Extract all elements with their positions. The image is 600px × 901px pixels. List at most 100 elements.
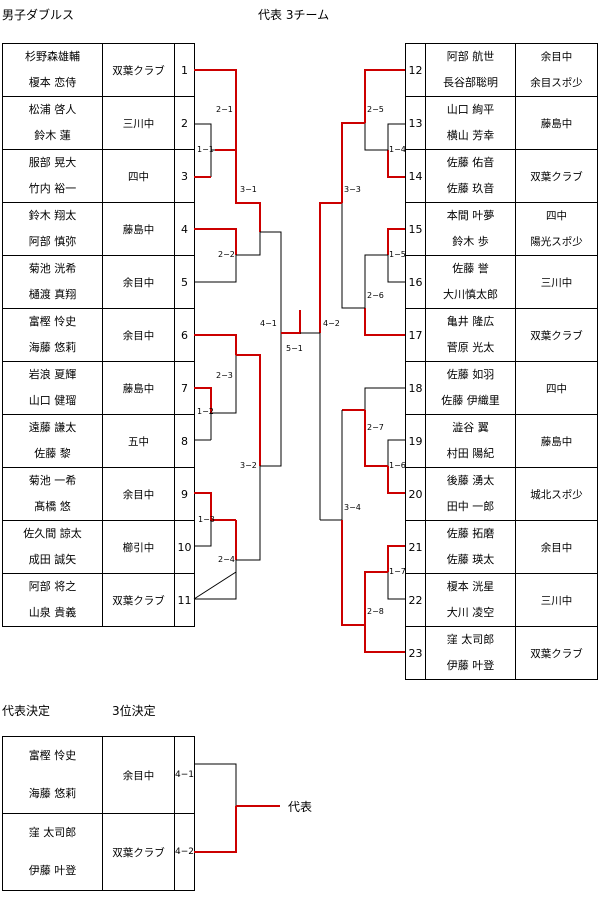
team-line-2: 陽光スポ少 <box>530 236 583 248</box>
player-names: 亀井 隆広菅原 光太 <box>425 308 516 362</box>
match-label: 2−5 <box>367 105 384 114</box>
match-label: 1−2 <box>197 407 214 416</box>
player-2: 髙橋 悠 <box>34 500 71 513</box>
match-label: 2−6 <box>367 291 384 300</box>
team-name: 余目中 <box>102 736 175 814</box>
player-1: 山口 絢平 <box>446 103 495 116</box>
bracket-line <box>387 255 405 283</box>
match-label: 1−1 <box>197 145 214 154</box>
rep-decision-title: 代表決定 <box>2 704 51 718</box>
player-2: 佐藤 黎 <box>34 447 71 460</box>
bracket-line <box>236 232 261 256</box>
team-name: 藤島中 <box>102 361 175 415</box>
match-label: 4−2 <box>323 319 340 328</box>
player-2: 菅原 光太 <box>446 341 495 354</box>
player-2: 鈴木 歩 <box>452 235 489 248</box>
player-names: 菊池 一希髙橋 悠 <box>2 467 103 521</box>
player-2: 伊藤 叶登 <box>446 659 495 672</box>
representative-label: 代表 <box>288 800 312 814</box>
player-2: 佐藤 伊織里 <box>441 394 500 407</box>
player-2: 竹内 裕一 <box>28 182 77 195</box>
bracket-line <box>281 310 301 334</box>
team-name: 五中 <box>102 414 175 468</box>
bracket-line <box>194 123 212 177</box>
team-name: 藤島中 <box>515 414 598 468</box>
team-name: 余目中 <box>515 520 598 574</box>
player-names: 富樫 怜史海藤 悠莉 <box>2 308 103 362</box>
match-label: 1−7 <box>389 567 406 576</box>
bracket-line <box>320 410 343 521</box>
player-1: 鈴木 翔太 <box>28 209 77 222</box>
entry-number: 22 <box>405 573 426 627</box>
bracket-line <box>194 560 237 600</box>
player-2: 横山 芳幸 <box>446 129 495 142</box>
bracket-line <box>387 439 405 466</box>
team-name: 双葉クラブ <box>515 308 598 362</box>
player-1: 亀井 隆広 <box>446 315 495 328</box>
player-1: 窪 太司郎 <box>28 826 77 839</box>
entry-number: 11 <box>174 573 195 627</box>
bracket-line <box>387 466 405 494</box>
team-name: 四中陽光スポ少 <box>515 202 598 256</box>
player-1: 阿部 将之 <box>28 580 77 593</box>
player-2: 成田 誠矢 <box>28 553 77 566</box>
player-names: 佐藤 誉大川慎太郎 <box>425 255 516 309</box>
team-line-1: 四中 <box>546 210 567 222</box>
team-line-1: 余目中 <box>540 51 573 63</box>
player-names: 窪 太司郎伊藤 叶登 <box>425 626 516 680</box>
bracket-line <box>364 410 388 467</box>
qualify-note: 代表 3チーム <box>258 8 330 22</box>
player-names: 杉野森雄輔榎本 恋侍 <box>2 43 103 97</box>
player-names: 松浦 啓人鈴木 蓮 <box>2 96 103 150</box>
player-2: 長谷部聡明 <box>443 76 498 89</box>
player-names: 山口 絢平横山 芳幸 <box>425 96 516 150</box>
team-name: 双葉クラブ <box>102 43 175 97</box>
player-1: 佐藤 佑音 <box>446 156 495 169</box>
bracket-line <box>194 806 237 853</box>
player-names: 富樫 怜史海藤 悠莉 <box>2 736 103 814</box>
player-1: 佐藤 拓磨 <box>446 527 495 540</box>
match-label: 3−1 <box>240 185 257 194</box>
player-names: 本間 叶夢鈴木 歩 <box>425 202 516 256</box>
match-label: 2−8 <box>367 607 384 616</box>
player-1: 佐藤 如羽 <box>446 368 495 381</box>
bracket-line <box>364 625 405 653</box>
bracket-line <box>260 231 282 333</box>
bracket-line <box>341 520 365 626</box>
entry-number: 12 <box>405 43 426 97</box>
player-2: 佐藤 玖音 <box>446 182 495 195</box>
page-title: 男子ダブルス <box>2 8 75 22</box>
player-1: 松浦 啓人 <box>28 103 77 116</box>
player-2: 大川慎太郎 <box>443 288 498 301</box>
bracket-line <box>364 308 405 336</box>
player-1: 佐藤 誉 <box>452 262 489 275</box>
player-1: 服部 晃大 <box>28 156 77 169</box>
player-names: 阿部 将之山泉 貴義 <box>2 573 103 627</box>
team-name: 双葉クラブ <box>515 626 598 680</box>
match-label: 2−4 <box>218 555 235 564</box>
player-names: 菊池 洸希樋渡 真翔 <box>2 255 103 309</box>
team-line-2: 余目スポ少 <box>530 77 583 89</box>
player-2: 村田 陽紀 <box>446 447 495 460</box>
bracket-line <box>236 354 261 466</box>
entry-number: 14 <box>405 149 426 203</box>
bracket-line <box>341 203 365 309</box>
bracket-line <box>236 466 261 561</box>
player-2: 阿部 慎弥 <box>28 235 77 248</box>
player-1: 本間 叶夢 <box>446 209 495 222</box>
